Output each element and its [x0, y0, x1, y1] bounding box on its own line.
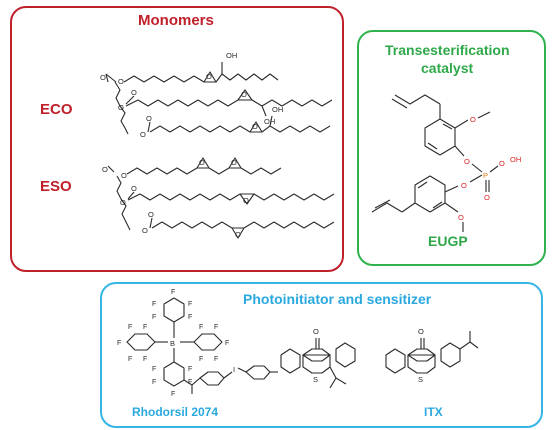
- rhodorsil-f-t2: F: [152, 301, 156, 308]
- eso-carbonyl-o-3: O: [148, 210, 154, 219]
- rhodorsil-f-r4: F: [214, 356, 218, 363]
- eso-ester-o-3: O: [142, 226, 148, 235]
- itx-s: S: [418, 375, 423, 384]
- eso-ester-o-1: O: [121, 171, 127, 180]
- eco-epoxide-o-3: O: [252, 122, 258, 131]
- eco-ester-o-1: O: [118, 77, 124, 86]
- rhodorsil-f-l1: F: [143, 324, 147, 331]
- catalyst-title-line2: catalyst: [421, 60, 474, 76]
- photoinitiator-panel: [100, 282, 543, 428]
- eso-epoxide-o-3: O: [243, 196, 249, 205]
- rhodorsil-f-b4: F: [188, 379, 192, 386]
- eugp-phosphorus: P: [483, 171, 488, 180]
- eso-epoxide-o-4: O: [235, 230, 241, 239]
- monomers-panel: [10, 6, 344, 272]
- catalyst-panel: [357, 30, 546, 266]
- eso-ester-o-2: O: [120, 198, 126, 207]
- thioxanthone-s: S: [313, 375, 318, 384]
- eco-oh-2: OH: [264, 117, 275, 126]
- eso-structure: O O O O O O O O O O: [102, 157, 335, 239]
- eco-structure: O O O OH O O O OH O O O OH: [100, 51, 333, 139]
- rhodorsil-f-r3: F: [225, 340, 229, 347]
- thioxanthone-o: O: [313, 327, 319, 336]
- eco-carbonyl-o-2: O: [131, 88, 137, 97]
- rhodorsil-f-b3: F: [171, 391, 175, 398]
- rhodorsil-label: Rhodorsil 2074: [132, 405, 219, 419]
- rhodorsil-f-r2: F: [214, 324, 218, 331]
- photoinitiator-title: Photoinitiator and sensitizer: [243, 291, 432, 307]
- eso-epoxide-o-1: O: [199, 158, 205, 167]
- eco-carbonyl-o-1: O: [100, 73, 106, 82]
- eco-carbonyl-o-3: O: [146, 114, 152, 123]
- catalyst-title-line1: Transesterification: [385, 42, 510, 58]
- eco-epoxide-o-2: O: [241, 90, 247, 99]
- itx-label: ITX: [424, 405, 443, 419]
- rhodorsil-f-t1: F: [152, 314, 156, 321]
- rhodorsil-f-l2: F: [128, 324, 132, 331]
- rhodorsil-f-r1: F: [199, 324, 203, 331]
- eso-carbonyl-o-2: O: [131, 184, 137, 193]
- eco-oh-3: OH: [272, 105, 283, 114]
- eco-ester-o-3: O: [140, 130, 146, 139]
- rhodorsil-f-t4: F: [188, 301, 192, 308]
- rhodorsil-iodine: I: [233, 365, 235, 374]
- eugp-po-o: O: [484, 193, 490, 202]
- eugp-structure: O O P O OH O O O: [371, 94, 521, 232]
- eugp-hydroxyl-o: O: [499, 159, 505, 168]
- rhodorsil-f-b1: F: [152, 366, 156, 373]
- eso-epoxide-o-2: O: [231, 158, 237, 167]
- rhodorsil-structure: B F F F F F F F F F F F F F F F F F F F …: [117, 289, 278, 398]
- eugp-label: EUGP: [428, 233, 468, 249]
- eso-label: ESO: [40, 178, 72, 195]
- eugp-phosphate-o-2: O: [461, 181, 467, 190]
- itx-o: O: [418, 327, 424, 336]
- rhodorsil-f-l3: F: [117, 340, 121, 347]
- thioxanthone-structure: O S: [280, 327, 356, 389]
- eugp-methoxy-o-1: O: [470, 115, 476, 124]
- eugp-phosphate-o-1: O: [464, 157, 470, 166]
- rhodorsil-f-b5: F: [188, 366, 192, 373]
- eso-carbonyl-o-1: O: [102, 165, 108, 174]
- itx-structure: O S: [385, 327, 479, 384]
- eugp-oh-label: OH: [510, 155, 521, 164]
- eco-epoxide-o-1: O: [206, 72, 212, 81]
- rhodorsil-f-l5: F: [143, 356, 147, 363]
- rhodorsil-f-l4: F: [128, 356, 132, 363]
- rhodorsil-f-t5: F: [188, 314, 192, 321]
- monomers-title: Monomers: [138, 12, 214, 29]
- eugp-methoxy-o-2: O: [458, 213, 464, 222]
- rhodorsil-f-t3: F: [171, 289, 175, 296]
- eco-oh-1: OH: [226, 51, 237, 60]
- eco-ester-o-2: O: [118, 103, 124, 112]
- rhodorsil-f-b2: F: [152, 379, 156, 386]
- rhodorsil-boron: B: [170, 339, 175, 348]
- rhodorsil-f-r5: F: [199, 356, 203, 363]
- eco-label: ECO: [40, 101, 73, 118]
